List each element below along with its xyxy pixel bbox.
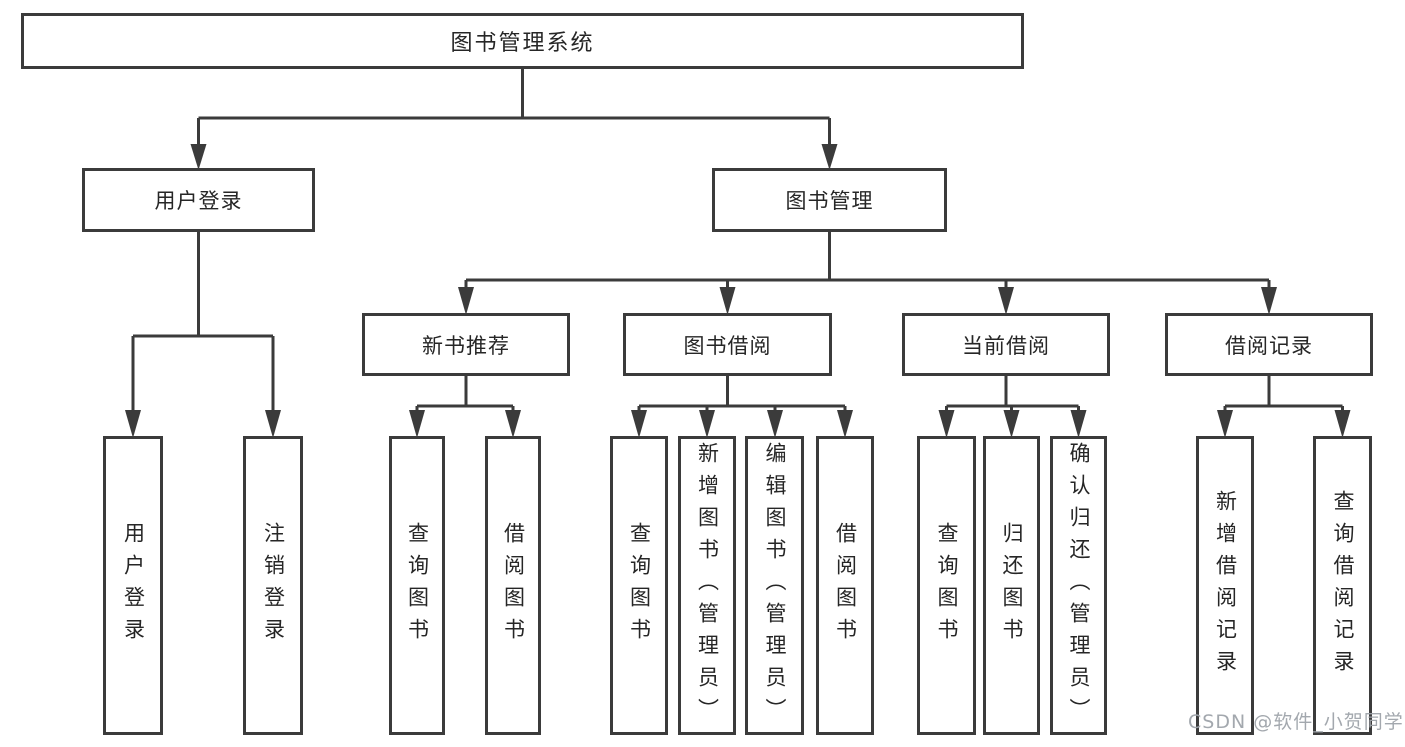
leaf-borrow-book-recommend: 借阅图书: [485, 436, 541, 735]
leaf-query-borrow-record-label: 查询借阅记录: [1331, 489, 1355, 682]
node-book-management: 图书管理: [712, 168, 947, 232]
node-borrow-records: 借阅记录: [1165, 313, 1373, 376]
leaf-query-book-current: 查询图书: [917, 436, 976, 735]
leaf-add-book-admin-label: 新增图书（管理员）: [695, 441, 720, 730]
node-book-management-label: 图书管理: [785, 189, 874, 213]
leaf-add-book-admin: 新增图书（管理员）: [678, 436, 736, 735]
leaf-query-book-current-label: 查询图书: [935, 521, 959, 650]
leaf-user-login: 用户登录: [103, 436, 163, 735]
leaf-borrow-book-label: 借阅图书: [833, 521, 858, 650]
leaf-confirm-return-admin: 确认归还（管理员）: [1050, 436, 1107, 735]
leaf-return-book-label: 归还图书: [1000, 521, 1024, 650]
leaf-return-book: 归还图书: [983, 436, 1040, 735]
leaf-query-book-borrow: 查询图书: [610, 436, 668, 735]
node-new-book-recommend-label: 新书推荐: [422, 333, 510, 358]
leaf-edit-book-admin: 编辑图书（管理员）: [745, 436, 804, 735]
leaf-logout-label: 注销登录: [261, 521, 286, 650]
leaf-logout: 注销登录: [243, 436, 303, 735]
node-borrow-records-label: 借阅记录: [1225, 333, 1313, 358]
node-user-login: 用户登录: [82, 168, 315, 232]
csdn-watermark: CSDN @软件_小贺同学: [1188, 711, 1404, 733]
leaf-confirm-return-admin-label: 确认归还（管理员）: [1067, 441, 1091, 730]
node-book-borrow: 图书借阅: [623, 313, 832, 376]
node-book-borrow-label: 图书借阅: [683, 333, 772, 358]
leaf-add-borrow-record-label: 新增借阅记录: [1213, 489, 1238, 682]
leaf-query-book-recommend-label: 查询图书: [405, 521, 430, 650]
leaf-query-book-recommend: 查询图书: [389, 436, 445, 735]
node-root-system: 图书管理系统: [21, 13, 1024, 69]
node-current-borrow-label: 当前借阅: [962, 333, 1050, 358]
node-user-login-label: 用户登录: [154, 189, 243, 213]
leaf-borrow-book: 借阅图书: [816, 436, 874, 735]
node-current-borrow: 当前借阅: [902, 313, 1110, 376]
leaf-query-book-borrow-label: 查询图书: [627, 521, 652, 650]
leaf-edit-book-admin-label: 编辑图书（管理员）: [763, 441, 787, 730]
leaf-user-login-label: 用户登录: [121, 521, 146, 650]
leaf-add-borrow-record: 新增借阅记录: [1196, 436, 1254, 735]
leaf-borrow-book-recommend-label: 借阅图书: [501, 521, 526, 650]
node-new-book-recommend: 新书推荐: [362, 313, 570, 376]
leaf-query-borrow-record: 查询借阅记录: [1313, 436, 1372, 735]
node-root-label: 图书管理系统: [450, 31, 595, 56]
